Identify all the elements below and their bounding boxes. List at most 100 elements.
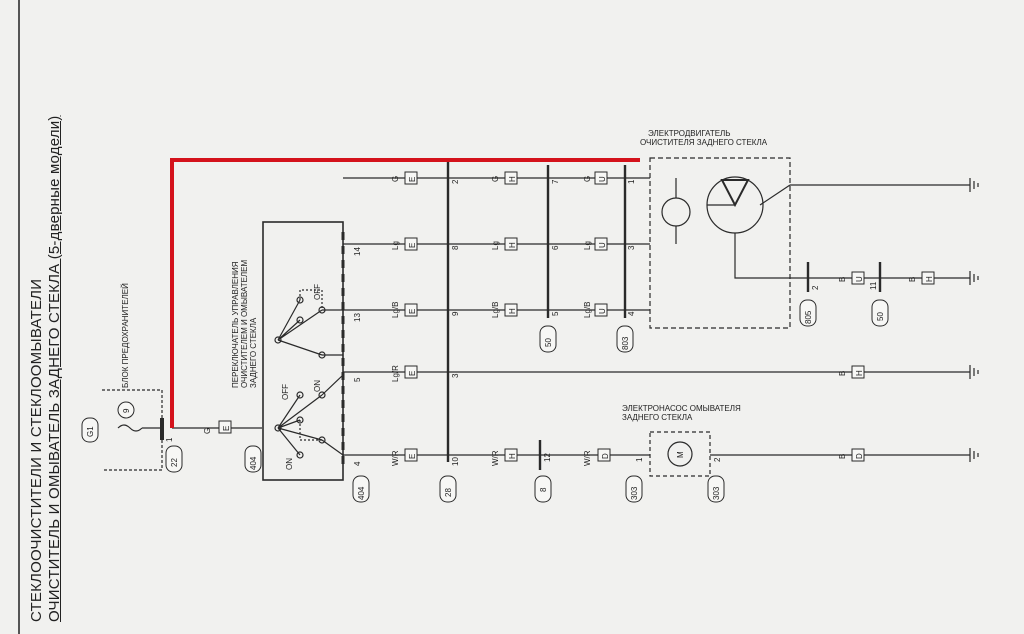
ground-symbols bbox=[969, 178, 979, 462]
pin-10: 10 bbox=[451, 457, 460, 466]
highlighted-feed-wire bbox=[170, 158, 640, 428]
fuse-number-circle bbox=[117, 401, 135, 419]
pump-motor-letter: M bbox=[676, 451, 685, 458]
conn-box-u-g bbox=[594, 171, 608, 185]
pin-1: 1 bbox=[165, 437, 174, 442]
conn-letter-d-2: D bbox=[855, 453, 864, 459]
washer-pump-motor-symbol bbox=[667, 441, 693, 467]
page-left-rule bbox=[18, 0, 20, 634]
conn-box-h-g bbox=[504, 171, 518, 185]
wire-label-b-3: B bbox=[838, 371, 847, 376]
oval-803 bbox=[616, 325, 634, 353]
wire-label-wr-2: W/R bbox=[491, 450, 500, 466]
label-pump-2: ЗАДНЕГО СТЕКЛА bbox=[622, 413, 693, 422]
pin-13: 13 bbox=[353, 313, 362, 322]
conn-letter-h-4: H bbox=[508, 453, 517, 459]
conn-id-50a: 50 bbox=[544, 338, 553, 347]
pin-11: 11 bbox=[869, 281, 878, 290]
conn-letter-e-4: E bbox=[408, 309, 417, 314]
pin-1c: 1 bbox=[635, 457, 644, 462]
conn-letter-h-1: H bbox=[508, 176, 517, 182]
wire-label-g-2: G bbox=[491, 176, 500, 182]
wire-label-b-1: B bbox=[838, 277, 847, 282]
conn-letter-e-5: E bbox=[408, 371, 417, 376]
pin-8: 8 bbox=[451, 245, 460, 250]
fuse-number: 9 bbox=[122, 408, 131, 413]
washer-pump-box bbox=[649, 431, 711, 477]
conn-letter-u-3: U bbox=[598, 308, 607, 314]
pin-2: 2 bbox=[451, 179, 460, 184]
pin-2b: 2 bbox=[811, 285, 820, 290]
wire-label-b-4: B bbox=[838, 454, 847, 459]
wiper-park-cam bbox=[720, 179, 750, 208]
conn-id-404a: 404 bbox=[249, 456, 258, 470]
pin-3: 3 bbox=[451, 373, 460, 378]
conn-box-e-lgb bbox=[404, 303, 418, 317]
wiper-motor-internal-wiring bbox=[675, 178, 791, 279]
conn-letter-e-2: E bbox=[408, 177, 417, 182]
conn-box-u-lg bbox=[594, 237, 608, 251]
conn-id-303a: 303 bbox=[630, 486, 639, 500]
conn-box-u-lgb bbox=[594, 303, 608, 317]
conn-id-303b: 303 bbox=[712, 486, 721, 500]
conn-letter-u-2: U bbox=[598, 242, 607, 248]
wiper-motor-symbol bbox=[661, 197, 691, 227]
oval-404b bbox=[352, 475, 370, 503]
conn-id-22: 22 bbox=[170, 458, 179, 467]
conn-id-805: 805 bbox=[804, 310, 813, 324]
oval-50b bbox=[871, 299, 889, 327]
pin-9: 9 bbox=[451, 311, 460, 316]
oval-404a bbox=[244, 445, 262, 473]
pin-3b: 3 bbox=[627, 245, 636, 250]
conn-letter-u-1: U bbox=[598, 176, 607, 182]
switch-off-upper: OFF bbox=[313, 284, 322, 300]
conn-box-h-lg bbox=[504, 237, 518, 251]
conn-id-50b: 50 bbox=[876, 312, 885, 321]
wire-label-b-2: B bbox=[908, 277, 917, 282]
conn-id-28: 28 bbox=[444, 488, 453, 497]
wire-label-wr: W/R bbox=[391, 450, 400, 466]
wiper-motor-box bbox=[649, 157, 791, 329]
conn-box-e-lg bbox=[404, 237, 418, 251]
conn-letter-d-1: D bbox=[601, 453, 610, 459]
wire-label-lgb-3: Lg/B bbox=[583, 302, 592, 318]
fuse-symbol bbox=[117, 424, 143, 432]
wire-label-g: G bbox=[391, 176, 400, 182]
conn-box-h-b bbox=[921, 271, 935, 285]
label-switch-2: ОЧИСТИТЕЛЕМ И ОМЫВАТЕЛЕМ bbox=[240, 259, 249, 388]
label-motor-1: ЭЛЕКТРОДВИГАТЕЛЬ bbox=[648, 129, 731, 138]
conn-letter-e-3: E bbox=[408, 243, 417, 248]
pin-14: 14 bbox=[353, 247, 362, 256]
wire-label-g-switch: G bbox=[203, 428, 212, 434]
conn-box-e-g bbox=[218, 420, 232, 434]
switch-on-lower: ON bbox=[285, 458, 294, 470]
pin-5: 5 bbox=[353, 377, 362, 382]
conn-box-h-wr bbox=[504, 448, 518, 462]
wire-label-lgb-2: Lg/B bbox=[491, 302, 500, 318]
wire-label-g-3: G bbox=[583, 176, 592, 182]
conn-letter-h-5: H bbox=[925, 276, 934, 282]
wire-label-lgb: Lg/B bbox=[391, 302, 400, 318]
switch-off-lower: OFF bbox=[281, 384, 290, 400]
label-switch-3: ЗАДНЕГО СТЕКЛА bbox=[249, 317, 258, 388]
switch-contacts bbox=[274, 289, 344, 459]
wire-label-lg: Lg bbox=[391, 241, 400, 250]
oval-805 bbox=[799, 299, 817, 327]
pin-5b: 5 bbox=[551, 311, 560, 316]
conn-letter-e-6: E bbox=[408, 454, 417, 459]
oval-303a bbox=[625, 475, 643, 503]
pin-1b: 1 bbox=[627, 179, 636, 184]
wire-label-lg-2: Lg bbox=[491, 241, 500, 250]
oval-22 bbox=[165, 445, 183, 473]
wire-label-wr-3: W/R bbox=[583, 450, 592, 466]
switch-on-upper: ON bbox=[313, 380, 322, 392]
label-switch-1: ПЕРЕКЛЮЧАТЕЛЬ УПРАВЛЕНИЯ bbox=[231, 261, 240, 388]
conn-box-d-b bbox=[851, 448, 865, 462]
oval-303b bbox=[707, 475, 725, 503]
label-fuse-block: БЛОК ПРЕДОХРАНИТЕЛЕЙ bbox=[121, 283, 130, 388]
conn-letter-h-3: H bbox=[508, 308, 517, 314]
oval-50a bbox=[539, 325, 557, 353]
conn-box-u-b bbox=[851, 271, 865, 285]
